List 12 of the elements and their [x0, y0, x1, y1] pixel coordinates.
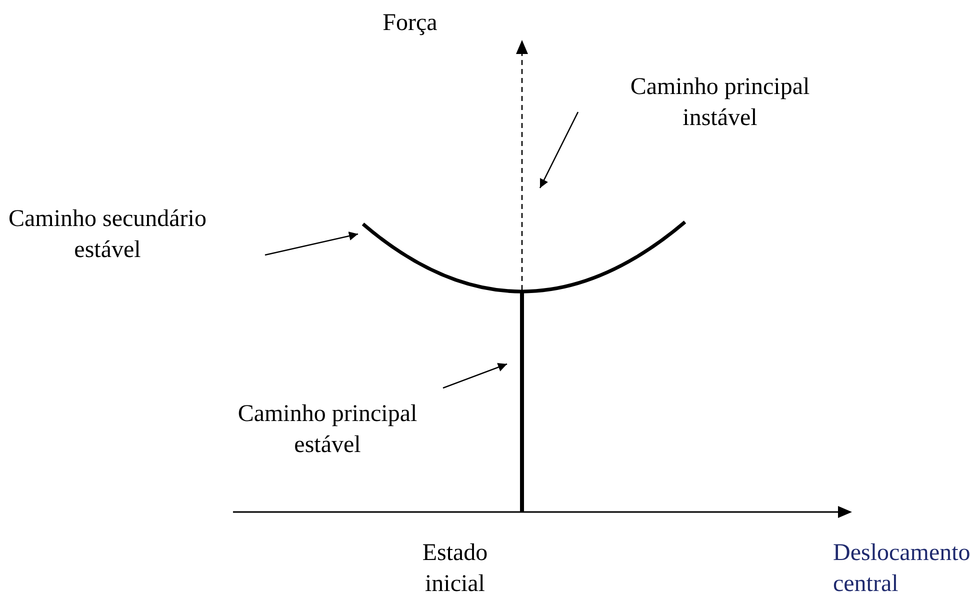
- curved-path: [362, 220, 686, 294]
- leader-arrow: [442, 362, 508, 389]
- path-label: Caminho principal estável: [236, 400, 418, 460]
- leader-arrow: [539, 112, 579, 188]
- path-label: Caminho secundário estável: [8, 205, 208, 265]
- axis-label: Deslocamento central: [833, 539, 969, 599]
- origin-label: Estado inicial: [421, 539, 489, 599]
- dashed-path-line: [516, 40, 528, 290]
- leader-arrow: [264, 232, 358, 256]
- axis-label: Força: [382, 9, 438, 38]
- path-label: Caminho principal instável: [629, 73, 811, 133]
- thick-path-line: [520, 290, 524, 512]
